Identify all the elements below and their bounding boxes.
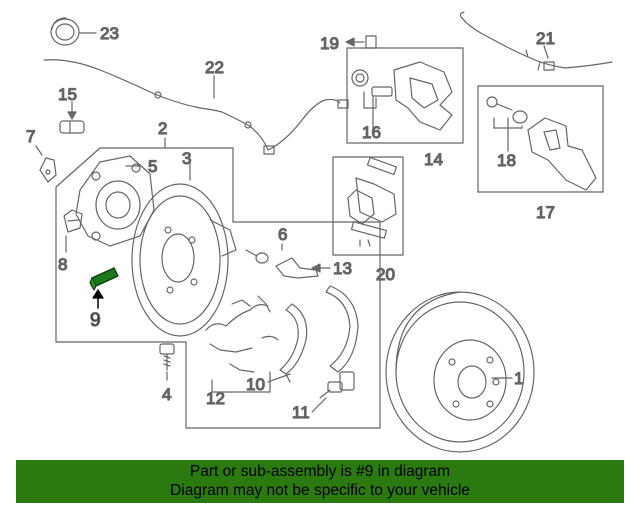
springs-part-12 <box>205 295 279 393</box>
group-box-2 <box>55 147 381 429</box>
highlighted-part-9 <box>89 267 119 309</box>
adjuster-part-11 <box>319 371 355 399</box>
callout-21: 21 <box>536 29 555 48</box>
bracket-part-17 <box>486 96 597 191</box>
lever-part-13 <box>275 257 331 279</box>
callout-19: 19 <box>320 34 339 53</box>
bracket-part-8 <box>63 209 83 233</box>
sensor-harness-part-22 <box>43 59 349 155</box>
callout-22: 22 <box>205 58 224 77</box>
pin-part-15 <box>59 101 85 134</box>
notice-line-disclaimer: Diagram may not be specific to your vehi… <box>170 482 470 499</box>
callout-10: 10 <box>246 375 265 394</box>
callout-1: 1 <box>514 369 523 388</box>
bolt-part-6 <box>245 249 269 264</box>
bolt-part-4 <box>159 343 175 371</box>
callout-12: 12 <box>206 389 225 408</box>
brake-pads-part-20 <box>347 156 398 247</box>
caliper-part-14 <box>351 61 453 131</box>
leader-lines <box>35 32 549 413</box>
diagram-notice-banner: Part or sub-assembly is #9 in diagram Di… <box>16 460 624 503</box>
group-box-17 <box>477 85 604 193</box>
callout-13: 13 <box>333 259 352 278</box>
callout-7: 7 <box>26 127 35 146</box>
sensor-wire-part-21 <box>459 11 613 71</box>
callout-15: 15 <box>58 85 77 104</box>
callout-20: 20 <box>376 265 395 284</box>
callout-14: 14 <box>424 150 443 169</box>
group-box-20 <box>332 156 404 256</box>
seal-part-23 <box>50 17 80 46</box>
callout-18: 18 <box>497 151 516 170</box>
backing-plate-part-3 <box>131 183 237 337</box>
callout-5: 5 <box>148 157 157 176</box>
rotor-part-1 <box>385 291 535 453</box>
knuckle-part-5 <box>75 155 155 247</box>
clip-part-7 <box>35 145 57 183</box>
callout-17: 17 <box>536 203 555 222</box>
group-box-14 <box>346 47 464 144</box>
brake-shoes-part-10 <box>279 285 359 383</box>
notice-line-part: Part or sub-assembly is #9 in diagram <box>189 463 451 480</box>
callout-16: 16 <box>362 123 381 142</box>
callout-6: 6 <box>278 225 287 244</box>
callout-8: 8 <box>58 255 67 274</box>
callout-9: 9 <box>90 310 101 331</box>
parts-diagram: 23 22 21 19 15 7 2 5 3 16 14 18 17 6 8 9… <box>25 11 613 453</box>
callout-3: 3 <box>182 149 191 168</box>
callout-11: 11 <box>292 403 310 422</box>
bolt-part-19 <box>345 35 377 49</box>
callout-23: 23 <box>100 24 119 43</box>
callout-4: 4 <box>162 385 171 404</box>
callout-2: 2 <box>158 119 167 138</box>
